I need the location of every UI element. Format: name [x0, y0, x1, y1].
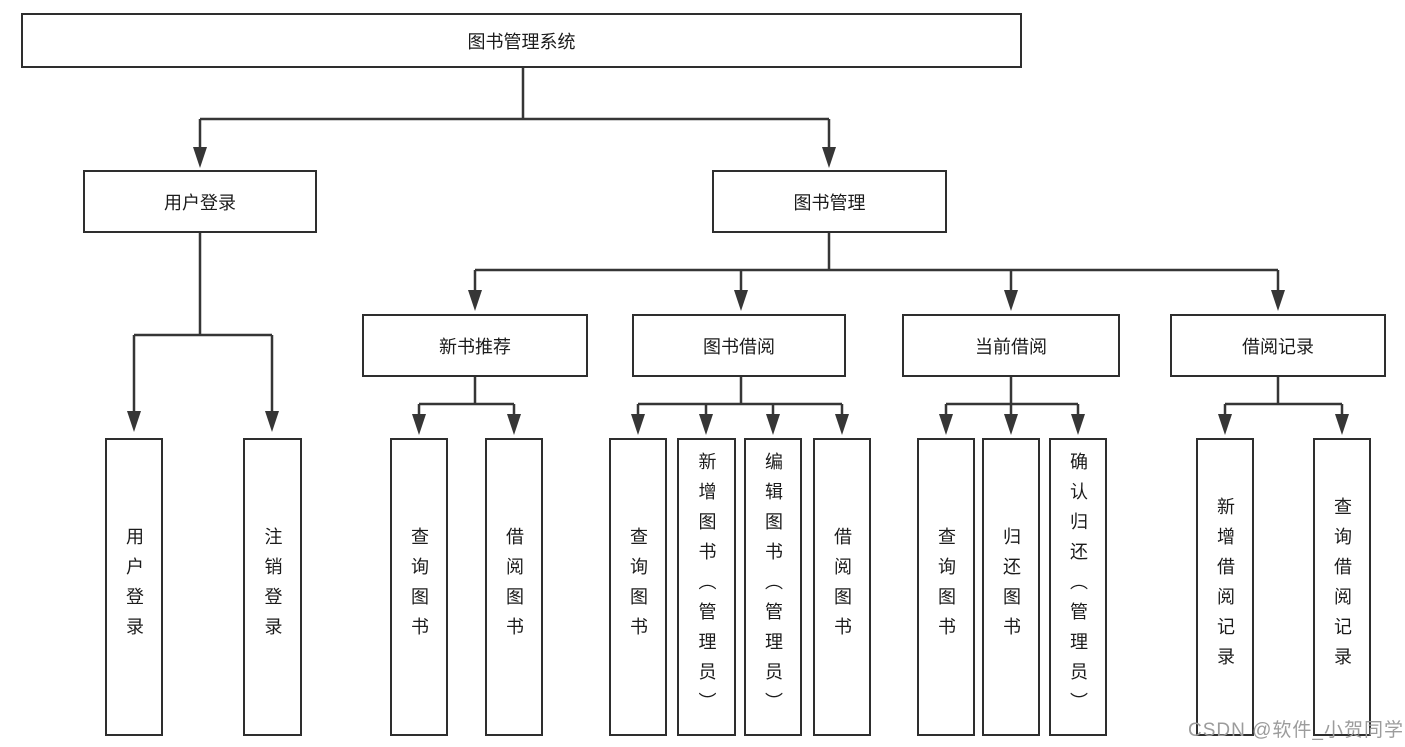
leaf-query-borrow-record: 查询借阅记录 — [1313, 438, 1371, 736]
arrowhead-icon — [699, 414, 713, 435]
leaf-logout: 注销登录 — [243, 438, 302, 736]
node-label: 确认归还（管理员） — [1068, 452, 1088, 722]
arrowhead-icon — [1071, 414, 1085, 435]
arrowhead-icon — [468, 290, 482, 311]
connector-newbook-to-leaves — [417, 377, 516, 414]
node-label: 图书借阅 — [703, 336, 775, 357]
node-label: 借阅图书 — [504, 527, 524, 647]
connector-currentborrow-to-leaves — [944, 377, 1080, 414]
leaf-edit-book-admin: 编辑图书（管理员） — [744, 438, 802, 736]
arrowhead-icon — [1004, 290, 1018, 311]
node-label: 当前借阅 — [975, 336, 1047, 357]
node-current-borrow: 当前借阅 — [902, 314, 1120, 377]
arrowhead-icon — [939, 414, 953, 435]
leaf-user-login: 用户登录 — [105, 438, 163, 736]
leaf-newbook-borrow-book: 借阅图书 — [485, 438, 543, 736]
node-label: 查询借阅记录 — [1332, 497, 1352, 677]
node-borrow-record: 借阅记录 — [1170, 314, 1386, 377]
arrowhead-icon — [734, 290, 748, 311]
node-label: 新增借阅记录 — [1215, 497, 1235, 677]
connector-bookborrow-to-leaves — [636, 377, 844, 414]
node-label: 借阅图书 — [832, 527, 852, 647]
node-label: 图书管理 — [793, 192, 866, 213]
arrowhead-icon — [1004, 414, 1018, 435]
leaf-confirm-return-admin: 确认归还（管理员） — [1049, 438, 1107, 736]
leaf-add-book-admin: 新增图书（管理员） — [677, 438, 736, 736]
arrowhead-icon — [766, 414, 780, 435]
node-label: 编辑图书（管理员） — [763, 452, 783, 722]
connector-borrowrecord-to-leaves — [1223, 377, 1344, 414]
node-label: 图书管理系统 — [467, 31, 576, 52]
node-label: 新增图书（管理员） — [696, 452, 717, 722]
node-library-system-root: 图书管理系统 — [21, 13, 1022, 68]
node-label: 注销登录 — [262, 527, 283, 647]
node-label: 查询图书 — [628, 527, 648, 647]
csdn-watermark: CSDN @软件_小贺同学 — [1188, 720, 1404, 741]
leaf-borrow-book: 借阅图书 — [813, 438, 871, 736]
node-book-management: 图书管理 — [712, 170, 947, 233]
connector-bookmgmt-to-level3 — [473, 233, 1280, 291]
node-user-login: 用户登录 — [83, 170, 317, 233]
arrowhead-icon — [822, 147, 836, 168]
arrowhead-icon — [412, 414, 426, 435]
node-new-book-recommend: 新书推荐 — [362, 314, 588, 377]
leaf-newbook-query-book: 查询图书 — [390, 438, 448, 736]
node-label: 用户登录 — [164, 192, 236, 213]
node-label: 用户登录 — [124, 527, 144, 647]
arrowhead-icon — [631, 414, 645, 435]
arrowhead-icon — [265, 411, 279, 432]
arrowhead-icon — [127, 411, 141, 432]
connector-root-to-level2 — [198, 68, 831, 149]
node-label: 查询图书 — [936, 527, 956, 647]
arrowhead-icon — [1271, 290, 1285, 311]
node-label: 借阅记录 — [1242, 336, 1314, 357]
arrowhead-icon — [193, 147, 207, 168]
leaf-add-borrow-record: 新增借阅记录 — [1196, 438, 1254, 736]
connector-userlogin-to-leaves — [132, 233, 274, 412]
arrowhead-icon — [1335, 414, 1349, 435]
node-label: 新书推荐 — [439, 336, 511, 357]
node-label: 查询图书 — [409, 527, 429, 647]
arrowheads — [127, 147, 1349, 435]
node-book-borrow: 图书借阅 — [632, 314, 846, 377]
arrowhead-icon — [835, 414, 849, 435]
node-label: 归还图书 — [1001, 527, 1021, 647]
leaf-current-query-book: 查询图书 — [917, 438, 975, 736]
arrowhead-icon — [507, 414, 521, 435]
leaf-return-book: 归还图书 — [982, 438, 1040, 736]
arrowhead-icon — [1218, 414, 1232, 435]
leaf-borrow-query-book: 查询图书 — [609, 438, 667, 736]
